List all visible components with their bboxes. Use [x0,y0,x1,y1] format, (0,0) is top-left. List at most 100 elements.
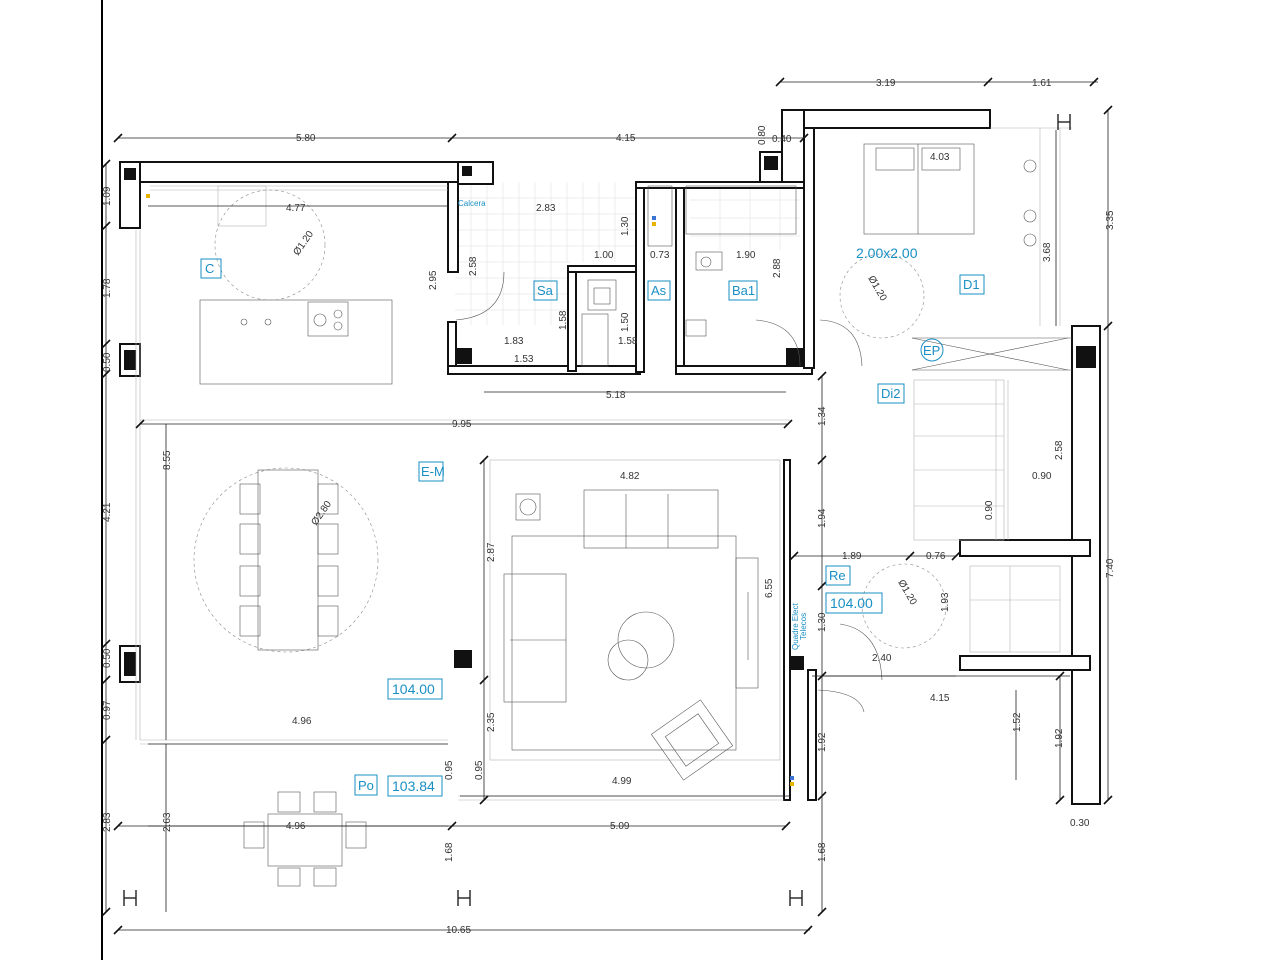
level-box: 104.00 [387,678,443,700]
dim-label: 5.18 [606,390,626,401]
dim-label: 4.82 [620,471,640,482]
dim-label: 1.50 [620,312,631,332]
dim-label: 3.68 [1042,242,1053,262]
dim-label: 1.93 [940,592,951,612]
dim-label: 2.83 [102,812,113,832]
room-tag: EP [920,338,944,362]
dim-label: 1.34 [817,406,828,426]
glazing-lines [135,127,1072,801]
dim-label: 1.53 [514,354,534,365]
dim-label: 1.92 [817,732,828,752]
electrical-symbols [146,194,794,786]
dim-label: 0.95 [474,760,485,780]
room-tag-label: Po [358,778,374,793]
dim-label: 0.30 [1070,818,1090,829]
hall-doors [817,563,947,713]
dim-label: 1.90 [736,250,756,261]
dim-label: 0.76 [926,551,946,562]
dim-label: 4.99 [612,776,632,787]
dim-label: 4.15 [930,693,950,704]
dim-label: Ø1.20 [865,274,888,303]
dim-label: 0.50 [102,648,113,668]
dim-label: 9.95 [452,419,472,430]
walls [119,109,1101,805]
panel-note-line2: Telecos [799,613,808,640]
dim-label: 4.77 [286,203,306,214]
dim-label: 2.87 [486,542,497,562]
dim-label: 1.58 [558,310,569,330]
room-tag-label: As [651,283,667,298]
dim-top-b: 4.15 [616,133,636,144]
room-tag: Ba1 [728,280,758,301]
dim-label: 10.65 [446,925,471,936]
room-tag: Po [354,774,378,796]
dim-label: 1.92 [1054,728,1065,748]
section-markers [123,114,1071,906]
dim-label: Ø1.20 [291,229,316,258]
dim-label: 0.73 [650,250,670,261]
kitchen-furniture [150,185,448,385]
dim-label: Ø2.80 [309,499,334,528]
room-tag-label: Di2 [881,386,901,401]
dim-label: 0.95 [444,760,455,780]
dim-label: 2.88 [772,258,783,278]
dim-label: 0.90 [1032,471,1052,482]
dimension-ticks [101,77,1113,935]
room-tag-label: EP [923,343,940,358]
dim-label: 1.30 [620,216,631,236]
dim-label: 4.96 [286,821,306,832]
terrace-furniture [243,791,367,887]
level-box: 104.00 [825,592,883,614]
room-tag-label: C [205,261,214,276]
dim-top-c: 3.19 [876,78,896,89]
dim-top-a: 5.80 [296,133,316,144]
dim-label: 7.40 [1105,558,1116,578]
room-tag-label: D1 [963,277,980,292]
dim-label: 2.35 [486,712,497,732]
room-tag-label: Sa [537,283,554,298]
room-tag: As [647,280,671,301]
dining-furniture [193,467,379,653]
dim-label: 2.95 [428,270,439,290]
dim-label: 0.50 [102,352,113,372]
bed-size-note: 2.00x2.00 [856,245,918,261]
dim-label: 4.96 [292,716,312,727]
dim-label: 1.58 [618,336,638,347]
dim-label: 2.83 [536,203,556,214]
dim-label: 1.83 [504,336,524,347]
dim-label: 2.58 [468,256,479,276]
dim-top-d: 1.61 [1032,78,1052,89]
dimension-labels: 5.80 4.15 3.19 1.61 0.80 0.40 4.03 3.35 … [102,78,1116,936]
dim-label: 4.21 [102,502,113,522]
dim-label: 1.68 [444,842,455,862]
living-furniture [489,459,781,781]
dim-label: 0.40 [772,134,792,145]
dim-label: 5.09 [610,821,630,832]
room-tag: C [200,258,222,279]
dim-label: 1.68 [817,842,828,862]
dim-label: 1.52 [1012,712,1023,732]
bathroom-tiles [455,182,800,325]
dim-label: 4.03 [930,152,950,163]
dim-label: 0.90 [984,500,995,520]
dim-label: Ø1.20 [895,578,918,607]
dim-label: 1.94 [817,508,828,528]
panel-note-line1: Quadre Elect [791,603,800,650]
heater-note: Calcera [458,199,486,208]
dim-label: 1.78 [102,278,113,298]
level-value: 104.00 [392,681,435,697]
room-tag: Di2 [877,383,905,404]
room-tags: C Sa As Ba1 D1 EP Di2 E-M [200,258,985,796]
level-value: 104.00 [830,595,873,611]
bathroom-fixtures [455,185,801,367]
room-tag: E-M [418,461,445,482]
bedroom-furniture [819,143,1072,371]
level-value: 103.84 [392,778,435,794]
dim-label: 1.09 [102,186,113,206]
room-tag-label: E-M [421,464,445,479]
dim-label: 0.80 [757,125,768,145]
dim-label: 1.30 [817,612,828,632]
dim-label: 2.58 [1054,440,1065,460]
level-box: 103.84 [387,775,443,797]
